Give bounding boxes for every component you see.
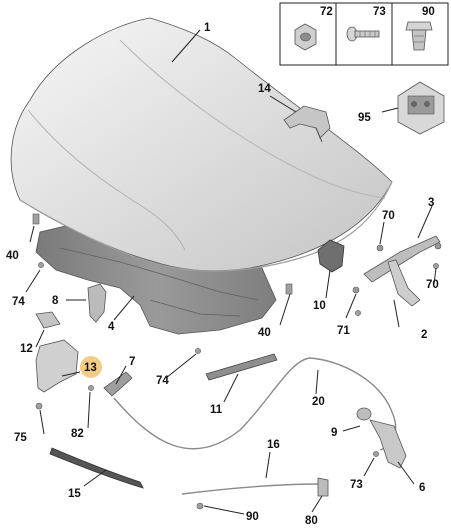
- callout-3: 3: [428, 197, 434, 209]
- callout-40-center: 40: [258, 327, 271, 339]
- leader-lines: [25, 29, 437, 515]
- push-clip-icon: [405, 21, 433, 51]
- callout-8: 8: [52, 295, 59, 307]
- callout-7: 7: [129, 356, 135, 368]
- callout-40-left: 40: [6, 250, 19, 262]
- callout-74-center: 74: [156, 375, 169, 387]
- callout-6: 6: [419, 482, 425, 494]
- seal-15: [49, 447, 144, 489]
- callout-73-box: 73: [373, 6, 386, 18]
- callout-75: 75: [14, 432, 27, 444]
- callout-4: 4: [108, 321, 115, 333]
- callout-71: 71: [337, 325, 350, 337]
- cable-end-80: [317, 477, 329, 497]
- callout-82: 82: [71, 428, 84, 440]
- callout-90-box: 90: [422, 6, 435, 18]
- hood-crease-right: [119, 39, 386, 199]
- callout-72: 72: [320, 6, 333, 18]
- callout-80: 80: [305, 515, 318, 527]
- prop-bracket-13: [35, 339, 79, 393]
- highlight-marker: [80, 356, 102, 378]
- release-cable-20: [113, 357, 397, 451]
- release-lever-9: [356, 407, 407, 469]
- callout-12: 12: [20, 343, 33, 355]
- screw-icon: [346, 26, 380, 42]
- callout-11: 11: [210, 404, 223, 416]
- hood-edge-front: [19, 181, 393, 272]
- gasket-12: [35, 311, 61, 329]
- callout-2: 2: [421, 329, 427, 341]
- callout-10: 10: [313, 300, 326, 312]
- seal-strip-11: [205, 353, 278, 381]
- callout-16: 16: [267, 439, 280, 451]
- hood-hinge-3: [352, 235, 442, 307]
- hood-lock-10: [317, 239, 345, 273]
- flange-nut-icon: [294, 23, 317, 51]
- safety-catch-8: [87, 283, 107, 323]
- callout-1: 1: [204, 22, 211, 34]
- callout-20: 20: [312, 396, 325, 408]
- callout-95: 95: [358, 112, 371, 124]
- lock-module-95: [397, 81, 445, 135]
- callout-70-right: 70: [426, 279, 439, 291]
- small-fasteners: [32, 213, 439, 510]
- bracket-14: [283, 105, 331, 143]
- callout-74-left: 74: [12, 296, 25, 308]
- hood-crease-left: [27, 109, 186, 251]
- callout-15: 15: [68, 488, 81, 500]
- callout-14: 14: [258, 83, 271, 95]
- callout-9: 9: [331, 427, 337, 439]
- release-cable-16: [181, 483, 323, 495]
- callout-90-lower: 90: [246, 511, 259, 523]
- insulation-pad-ridge: [59, 247, 259, 317]
- callout-70-top: 70: [382, 210, 395, 222]
- release-handle-7: [103, 371, 133, 397]
- callout-13: 13: [84, 362, 97, 374]
- callouts: 1 2 3 4 6 7 8 9 10 11 12 13 14 15 16 20 …: [6, 6, 439, 527]
- callout-73-lower: 73: [350, 479, 363, 491]
